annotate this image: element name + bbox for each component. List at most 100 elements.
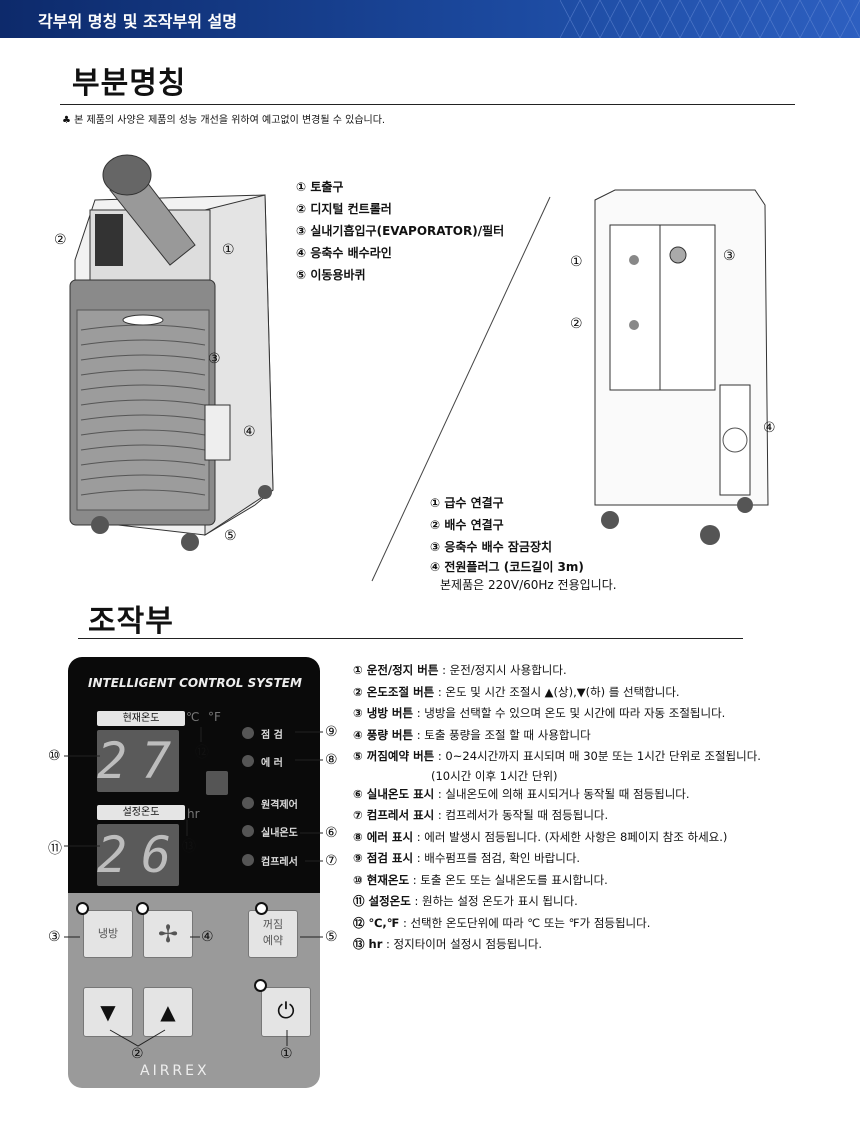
set-temp-display: 26: [97, 824, 186, 886]
front-label: ① 토출구: [296, 180, 344, 194]
desc-item: ⑪ 설정온도 : 원하는 설정 온도가 표시 됩니다.: [353, 891, 761, 913]
front-label: ③ 실내기흡입구(EVAPORATOR)/필터: [296, 224, 505, 238]
callout-13: ⑬: [182, 839, 196, 855]
off-timer-label-2: 예약: [262, 934, 284, 947]
unit-f: °F: [208, 710, 221, 724]
up-button[interactable]: ▲: [143, 987, 193, 1037]
control-panel: INTELLIGENT CONTROL SYSTEM 현재온도 27 ℃ °F …: [68, 657, 320, 1088]
controls-title: 조작부: [88, 604, 174, 639]
desc-term: ⑤ 꺼짐예약 버튼: [353, 749, 435, 763]
desc-term: ⑥ 실내온도 표시: [353, 786, 435, 801]
led-room-temp-label: 실내온도: [261, 828, 298, 839]
callout-dot: [255, 902, 268, 915]
led-error: [242, 755, 254, 767]
callout-12: ⑫: [195, 745, 209, 761]
front-label: ④ 응축수 배수라인: [296, 246, 392, 260]
down-button[interactable]: ▼: [83, 987, 133, 1037]
current-temp-display: 27: [97, 730, 186, 792]
desc-text: : 배수펌프를 점검, 확인 바랍니다.: [413, 851, 581, 865]
fan-icon: ✢: [157, 920, 179, 948]
divider: [78, 638, 743, 639]
desc-term: ⑪ 설정온도: [353, 894, 411, 908]
callout-3: ③: [48, 929, 61, 945]
callout-dot: [136, 902, 149, 915]
receiver-window: [206, 771, 228, 795]
desc-term: ⑩ 현재온도: [353, 872, 410, 887]
down-arrow-icon: ▼: [100, 1000, 116, 1024]
desc-text: : 선택한 온도단위에 따라 ℃ 또는 ℉가 점등됩니다.: [399, 915, 651, 930]
front-callout-5: ⑤: [224, 528, 237, 544]
desc-item: (10시간 이후 1시간 단위): [353, 768, 761, 784]
unit-c: ℃: [186, 710, 200, 724]
desc-term: ⑨ 점검 표시: [353, 851, 414, 865]
back-label: ① 급수 연결구: [430, 496, 504, 510]
desc-term: ⑧ 에러 표시: [353, 829, 414, 844]
callout-8: ⑧: [325, 752, 338, 768]
desc-term: ① 운전/정지 버튼: [353, 663, 439, 677]
desc-text: : 토출 풍량을 조절 할 때 사용합니다: [413, 727, 591, 742]
desc-item: ④ 풍량 버튼 : 토출 풍량을 조절 할 때 사용합니다: [353, 725, 761, 747]
desc-item: ③ 냉방 버튼 : 냉방을 선택할 수 있으며 온도 및 시간에 따라 자동 조…: [353, 703, 761, 725]
up-arrow-icon: ▲: [160, 1000, 176, 1024]
current-temp-label: 현재온도: [97, 711, 185, 726]
desc-text: : 토출 온도 또는 실내온도를 표시합니다.: [409, 872, 608, 887]
desc-item: ⑧ 에러 표시 : 에러 발생시 점등됩니다. (자세한 사항은 8페이지 참조…: [353, 827, 761, 849]
desc-item: ① 운전/정지 버튼 : 운전/정지시 사용합니다.: [353, 660, 761, 682]
back-label: ② 배수 연결구: [430, 518, 504, 532]
voltage-note: 본제품은 220V/60Hz 전용입니다.: [440, 578, 617, 592]
desc-item: ⑫ ℃,℉ : 선택한 온도단위에 따라 ℃ 또는 ℉가 점등됩니다.: [353, 913, 761, 935]
desc-item: ⑦ 컴프레서 표시 : 컴프레서가 동작될 때 점등됩니다.: [353, 805, 761, 827]
callout-4: ④: [201, 929, 214, 945]
front-callout-3: ③: [208, 351, 221, 367]
desc-text: : 정지타이머 설정시 점등됩니다.: [382, 937, 543, 951]
led-remote: [242, 797, 254, 809]
desc-text: : 운전/정지시 사용합니다.: [438, 663, 567, 677]
back-callout-4: ④: [763, 420, 776, 436]
callout-1: ①: [280, 1046, 293, 1062]
front-label: ⑤ 이동용바퀴: [296, 268, 366, 282]
section-header: 각부위 명칭 및 조작부위 설명: [0, 0, 860, 38]
separator-diagonal: [371, 196, 551, 582]
callout-7: ⑦: [325, 853, 338, 869]
led-check-label: 점 검: [261, 730, 283, 741]
fan-button[interactable]: ✢: [143, 910, 193, 958]
front-callout-4: ④: [243, 424, 256, 440]
led-remote-label: 원격제어: [261, 800, 298, 811]
led-compressor: [242, 854, 254, 866]
hr-indicator: hr: [187, 807, 200, 821]
parts-title: 부분명칭: [72, 66, 187, 101]
callout-dot: [76, 902, 89, 915]
callout-6: ⑥: [325, 825, 338, 841]
spec-note: ♣ 본 제품의 사양은 제품의 성능 개선을 위하여 예고없이 변경될 수 있습…: [62, 115, 386, 126]
power-button[interactable]: ⏻: [261, 987, 311, 1037]
desc-item: ⑤ 꺼짐예약 버튼 : 0~24시간까지 표시되며 매 30분 또는 1시간 단…: [353, 746, 761, 768]
front-callout-1: ①: [222, 242, 235, 258]
led-check: [242, 727, 254, 739]
divider: [60, 104, 795, 105]
desc-text: (10시간 이후 1시간 단위): [431, 768, 558, 783]
callout-5: ⑤: [325, 929, 338, 945]
header-pattern: [560, 0, 860, 38]
callout-10: ⑩: [48, 748, 61, 764]
led-error-label: 에 러: [261, 758, 283, 769]
desc-text: : 온도 및 시간 조절시 ▲(상),▼(하) 를 선택합니다.: [434, 684, 680, 699]
callout-11: ⑪: [48, 841, 62, 857]
desc-text: : 냉방을 선택할 수 있으며 온도 및 시간에 따라 자동 조절됩니다.: [413, 706, 726, 720]
desc-term: ③ 냉방 버튼: [353, 706, 414, 720]
desc-term: ⑫ ℃,℉: [353, 915, 400, 930]
off-timer-label-1: 꺼짐: [262, 918, 284, 931]
led-room-temp: [242, 825, 254, 837]
cool-button[interactable]: 냉방: [83, 910, 133, 958]
back-callout-2: ②: [570, 316, 583, 332]
desc-item: ⑨ 점검 표시 : 배수펌프를 점검, 확인 바랍니다.: [353, 848, 761, 870]
back-callout-3: ③: [723, 248, 736, 264]
desc-text: : 원하는 설정 온도가 표시 됩니다.: [410, 894, 578, 908]
callout-9: ⑨: [325, 724, 338, 740]
desc-term: ⑦ 컴프레서 표시: [353, 808, 435, 822]
desc-item: ⑬ hr : 정지타이머 설정시 점등됩니다.: [353, 934, 761, 956]
desc-text: : 에러 발생시 점등됩니다. (자세한 사항은 8페이지 참조 하세요.): [413, 829, 728, 844]
back-label-list: ① 급수 연결구 ② 배수 연결구 ③ 응축수 배수 잠금장치 ④ 전원플러그 …: [430, 492, 617, 593]
description-list: ① 운전/정지 버튼 : 운전/정지시 사용합니다. ② 온도조절 버튼 : 온…: [353, 660, 761, 956]
desc-item: ⑩ 현재온도 : 토출 온도 또는 실내온도를 표시합니다.: [353, 870, 761, 892]
